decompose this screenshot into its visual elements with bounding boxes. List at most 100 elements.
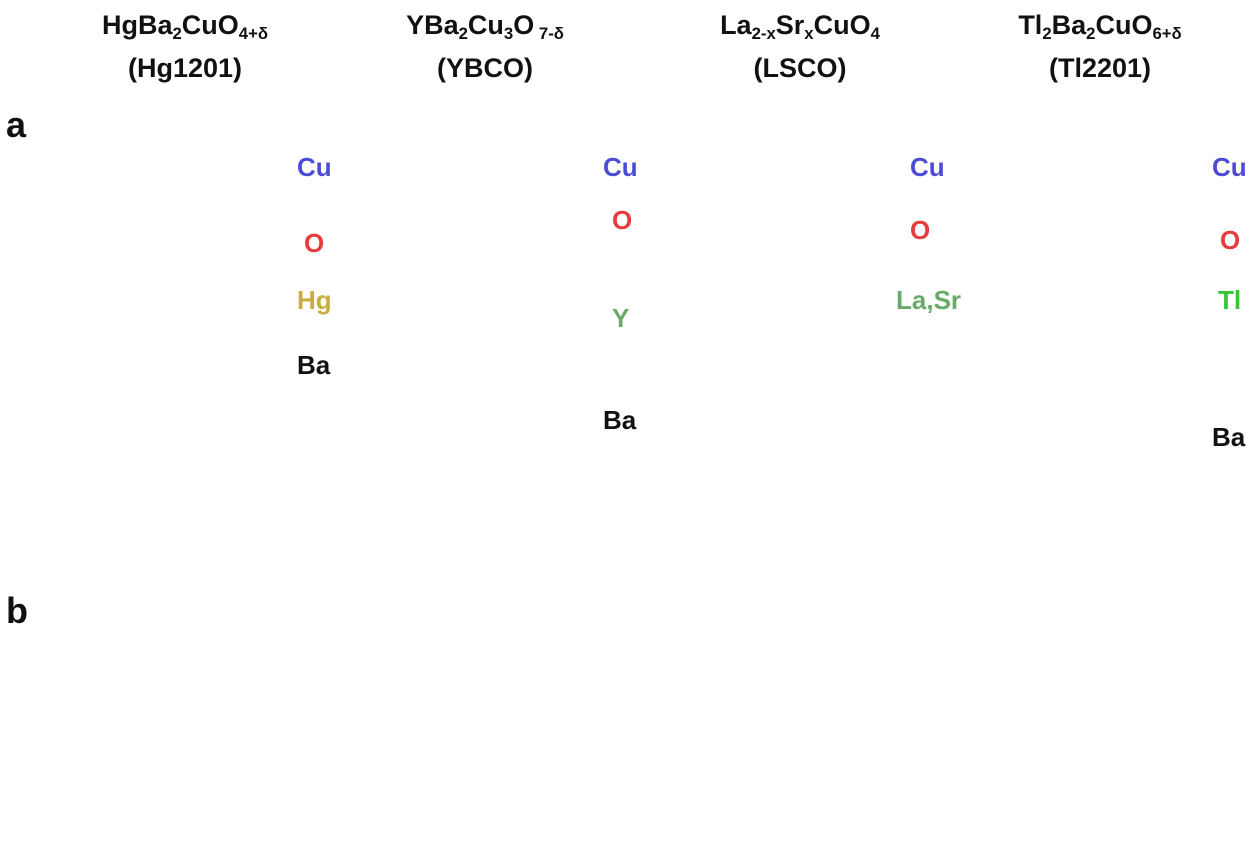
o-atom (1062, 230, 1078, 246)
cu-o-bond (1136, 768, 1180, 790)
lasr-atom (788, 450, 812, 474)
name-hg1201: (Hg1201) (127, 53, 243, 84)
o-atom (1170, 680, 1186, 696)
o-atom (212, 371, 228, 388)
bond-stub (817, 488, 849, 496)
cu-atom (206, 391, 234, 419)
o-atom (1022, 255, 1038, 272)
o-atom (1076, 762, 1092, 778)
lasr-atom (716, 390, 740, 415)
cu-d-orbital (551, 698, 599, 718)
bond (778, 313, 822, 357)
o-atom (625, 647, 641, 663)
bond-stub (1014, 766, 1046, 774)
o-atom (157, 397, 173, 413)
formula-hg1201: HgBa2CuO4+δ (101, 10, 269, 44)
cu-atom (318, 640, 348, 670)
formula-tl2201: Tl2Ba2CuO6+δ (1018, 10, 1182, 44)
o-atom (520, 395, 536, 411)
o-atom (720, 329, 736, 346)
bond-stub (1122, 766, 1154, 774)
y-atom (473, 299, 511, 337)
o-atom (212, 255, 228, 272)
cu-o-bond (726, 490, 770, 512)
o-atom (505, 275, 521, 291)
o-atom (364, 769, 386, 791)
bond-stub (442, 472, 474, 480)
cu-atom (859, 152, 887, 180)
o-atom (410, 395, 426, 411)
o-atom (772, 484, 789, 500)
o-p-orbital (761, 741, 798, 779)
name-ybco: (YBCO) (437, 53, 533, 84)
cu-o-bond (526, 456, 570, 478)
o-atom (505, 158, 521, 174)
cu-d-orbital (604, 782, 632, 818)
cu-atom (668, 603, 692, 627)
bond-stub (512, 261, 544, 269)
o-atom (825, 198, 841, 215)
panel-label-a: a (6, 104, 27, 145)
cu-atom (448, 603, 472, 627)
ba-atom (169, 338, 213, 382)
o-atom (662, 698, 682, 718)
cu-atom (754, 496, 782, 524)
bond-stub (1014, 141, 1046, 149)
o-atom (740, 149, 756, 165)
cu-atom (438, 640, 468, 670)
cu-atom (1016, 131, 1044, 159)
o-atom (398, 608, 412, 622)
atoms-layer (93, 131, 1203, 802)
cu-atom (678, 640, 708, 670)
cu-o-bond (416, 263, 460, 285)
cu-d-orbital (632, 770, 680, 790)
cu-atom (440, 760, 480, 800)
cu-atom (246, 411, 274, 439)
cu-o-bond (570, 652, 604, 711)
o-atom (560, 216, 576, 233)
o-atom (1076, 137, 1092, 153)
bond-stub (244, 164, 276, 172)
o-atom (1170, 230, 1186, 246)
cu-o-bond (450, 652, 462, 711)
cu-o-bond (598, 705, 633, 783)
o-atom (252, 275, 268, 292)
cu-o-bond (456, 705, 463, 783)
cu-o-bond (117, 705, 178, 783)
cu-atom (228, 603, 252, 627)
bond-stub (1162, 784, 1194, 792)
o-atom (560, 413, 576, 429)
tl-atom (1009, 255, 1051, 298)
cu-atom (1124, 756, 1152, 784)
tl-atom (1117, 611, 1159, 654)
o-atom (845, 149, 861, 165)
cu-o-bond (526, 346, 570, 368)
o-atom (605, 733, 626, 755)
o-atom (252, 345, 268, 362)
o-p-orbital (711, 762, 755, 798)
cu-atom (819, 478, 847, 506)
tl-atom (1117, 255, 1159, 298)
o-atom (465, 257, 481, 273)
bond (750, 328, 850, 342)
o-atom (142, 391, 158, 408)
cu-atom (1056, 774, 1084, 802)
lasr-atom (821, 259, 845, 284)
o-atom (540, 149, 556, 165)
cu-d-orbital (693, 698, 741, 718)
o-atom (845, 493, 861, 509)
o-atom (1130, 212, 1146, 228)
bond-stub (402, 454, 434, 462)
tl-atom (1080, 325, 1120, 365)
label-ybco-cu: Cu (603, 152, 638, 182)
bond (1078, 453, 1122, 497)
cu-atom (444, 462, 472, 490)
cu-o-bond (567, 612, 576, 658)
cu-atom (726, 691, 760, 725)
lasr-atom (756, 377, 780, 402)
cu-d-orbital (628, 742, 656, 778)
cu-o-bond (740, 705, 803, 783)
cu-o-bond (526, 263, 570, 285)
o-atom (447, 672, 465, 691)
ba-atom (169, 186, 213, 230)
